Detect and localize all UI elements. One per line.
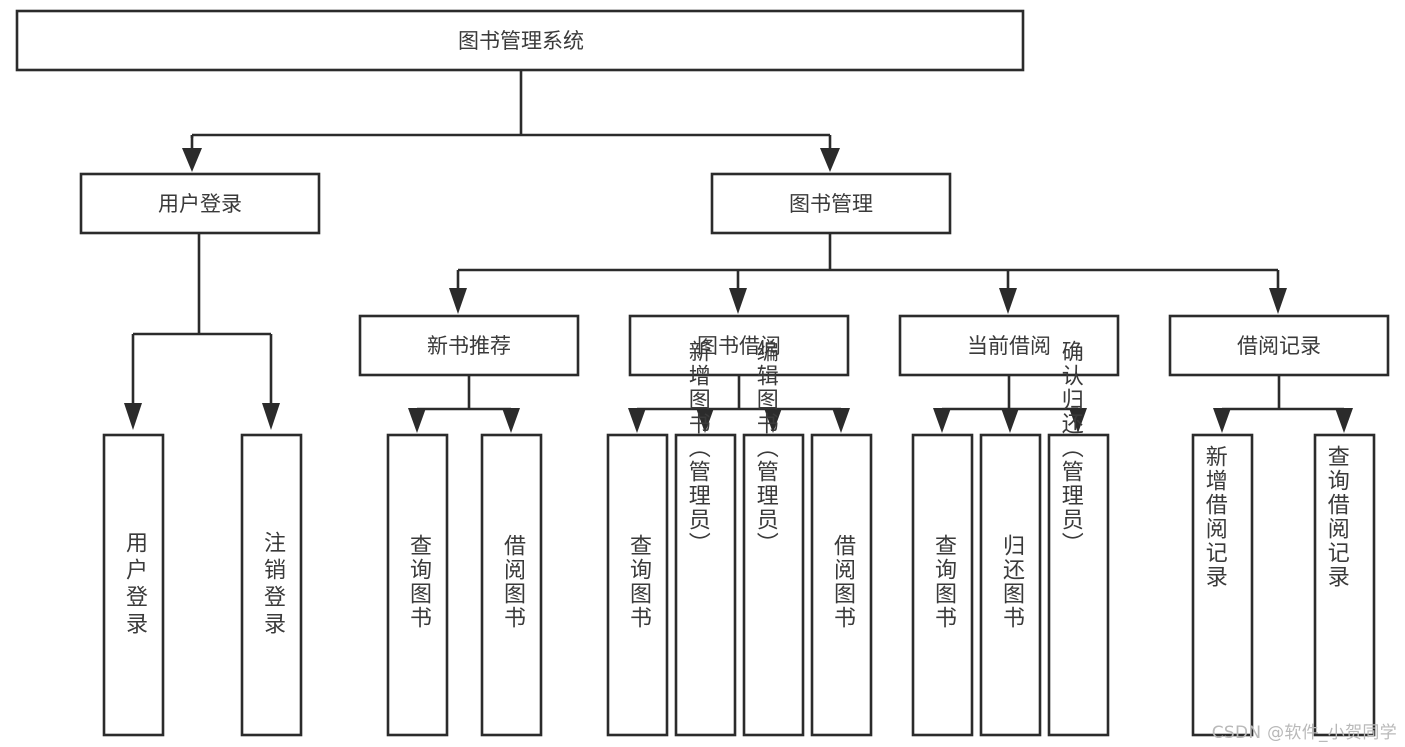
node-leaf-confirm-return-label: 确认归还（管理员） <box>1058 340 1084 556</box>
arrow-login-to-logout <box>262 403 280 430</box>
node-leaf-add-record[interactable]: 新增借阅记录 <box>1191 433 1254 737</box>
node-leaf-query-book-3-label: 查询图书 <box>931 534 957 630</box>
node-leaf-borrow-book-2-label: 借阅图书 <box>830 534 856 630</box>
arrow-borrowrecord-to-query <box>1335 408 1353 433</box>
node-book-mgmt-box[interactable] <box>710 172 952 235</box>
node-leaf-add-book[interactable]: 新增图书（管理员） <box>674 340 737 737</box>
arrow-bookmgmt-to-bookborrow <box>729 288 747 314</box>
node-leaf-query-book-2-box[interactable] <box>606 433 669 737</box>
node-leaf-edit-book-label: 编辑图书（管理员） <box>753 340 779 556</box>
node-leaf-borrow-book-2-box[interactable] <box>810 433 873 737</box>
node-root-label: 图书管理系统 <box>458 29 584 53</box>
node-leaf-query-book-3[interactable]: 查询图书 <box>911 433 974 737</box>
node-root-box[interactable] <box>15 9 1025 72</box>
node-leaf-query-record-label: 查询借阅记录 <box>1324 445 1350 589</box>
node-leaf-add-book-label: 新增图书（管理员） <box>685 340 711 556</box>
node-leaf-borrow-book-1-box[interactable] <box>480 433 543 737</box>
node-leaf-borrow-book-2[interactable]: 借阅图书 <box>810 433 873 737</box>
node-leaf-add-record-box[interactable] <box>1191 433 1254 737</box>
node-leaf-return-book-box[interactable] <box>979 433 1042 737</box>
node-leaf-add-record-label: 新增借阅记录 <box>1202 445 1228 589</box>
node-book-mgmt[interactable]: 图书管理 <box>710 172 952 235</box>
arrow-borrowrecord-to-add <box>1213 408 1231 433</box>
node-leaf-user-login[interactable]: 用户登录 <box>102 433 165 737</box>
node-book-borrow-label: 图书借阅 <box>697 334 781 358</box>
arrow-bookborrow-to-edit <box>764 408 782 433</box>
arrow-root-to-login <box>182 148 202 172</box>
arrow-currentborrow-to-confirm <box>1069 408 1087 433</box>
node-leaf-user-login-label: 用户登录 <box>122 531 148 639</box>
node-book-borrow-box[interactable] <box>628 314 850 377</box>
node-leaf-query-record[interactable]: 查询借阅记录 <box>1313 433 1376 737</box>
node-leaf-user-login-box[interactable] <box>102 433 165 737</box>
node-current-borrow[interactable]: 当前借阅 <box>898 314 1120 377</box>
arrow-currentborrow-to-return <box>1001 408 1019 433</box>
arrow-bookmgmt-to-currentborrow <box>999 288 1017 314</box>
node-leaf-confirm-return[interactable]: 确认归还（管理员） <box>1047 340 1110 737</box>
node-book-mgmt-label: 图书管理 <box>789 192 873 216</box>
node-leaf-add-book-box[interactable] <box>674 433 737 737</box>
node-leaf-borrow-book-1-label: 借阅图书 <box>500 534 526 630</box>
node-leaf-query-book-3-box[interactable] <box>911 433 974 737</box>
node-leaf-return-book[interactable]: 归还图书 <box>979 433 1042 737</box>
arrow-root-to-bookmgmt <box>820 148 840 172</box>
arrow-bookmgmt-to-newbook <box>449 288 467 314</box>
node-current-borrow-label: 当前借阅 <box>967 334 1051 358</box>
node-leaf-return-book-label: 归还图书 <box>999 534 1025 630</box>
node-new-book-rec[interactable]: 新书推荐 <box>358 314 580 377</box>
node-leaf-edit-book-box[interactable] <box>742 433 805 737</box>
node-leaf-confirm-return-box[interactable] <box>1047 433 1110 737</box>
node-login-box[interactable] <box>79 172 321 235</box>
arrow-currentborrow-to-query <box>933 408 951 433</box>
node-borrow-record-label: 借阅记录 <box>1237 334 1321 358</box>
node-root[interactable]: 图书管理系统 <box>15 9 1025 72</box>
node-borrow-record-box[interactable] <box>1168 314 1390 377</box>
node-leaf-logout[interactable]: 注销登录 <box>240 433 303 737</box>
arrow-bookborrow-to-add <box>696 408 714 433</box>
node-book-borrow[interactable]: 图书借阅 <box>628 314 850 377</box>
arrow-newbook-to-query <box>408 408 426 433</box>
node-new-book-rec-box[interactable] <box>358 314 580 377</box>
arrow-bookborrow-to-query <box>628 408 646 433</box>
arrow-bookmgmt-to-borrowrecord <box>1269 288 1287 314</box>
node-login-label: 用户登录 <box>158 192 242 216</box>
node-leaf-edit-book[interactable]: 编辑图书（管理员） <box>742 340 805 737</box>
arrow-login-to-user-login <box>124 403 142 430</box>
node-login[interactable]: 用户登录 <box>79 172 321 235</box>
node-leaf-query-book-2[interactable]: 查询图书 <box>606 433 669 737</box>
node-leaf-logout-box[interactable] <box>240 433 303 737</box>
connector-group <box>124 70 1353 433</box>
arrow-bookborrow-to-borrow <box>832 408 850 433</box>
node-current-borrow-box[interactable] <box>898 314 1120 377</box>
node-leaf-logout-label: 注销登录 <box>260 531 286 639</box>
node-leaf-borrow-book-1[interactable]: 借阅图书 <box>480 433 543 737</box>
watermark: CSDN @软件_小贺同学 <box>1211 723 1397 743</box>
node-leaf-query-book-1-box[interactable] <box>386 433 449 737</box>
node-borrow-record[interactable]: 借阅记录 <box>1168 314 1390 377</box>
node-leaf-query-book-1-label: 查询图书 <box>406 534 432 630</box>
node-leaf-query-record-box[interactable] <box>1313 433 1376 737</box>
node-new-book-rec-label: 新书推荐 <box>427 334 511 358</box>
node-leaf-query-book-1[interactable]: 查询图书 <box>386 433 449 737</box>
node-leaf-query-book-2-label: 查询图书 <box>626 534 652 630</box>
arrow-newbook-to-borrow <box>502 408 520 433</box>
